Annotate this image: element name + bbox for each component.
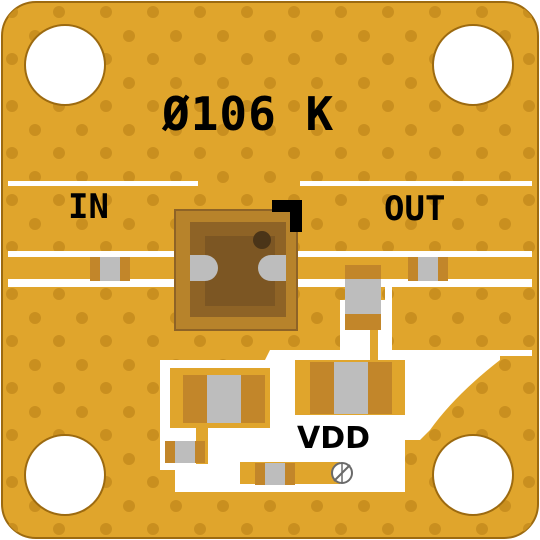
series-resistor-term-b	[285, 463, 295, 485]
gap-top-right	[300, 181, 532, 186]
bypass-cap-large-right-term-b	[368, 362, 392, 414]
mmic-output-pad	[258, 255, 286, 281]
bypass-cap-large-left-term-b	[241, 375, 265, 423]
series-resistor-term-a	[255, 463, 265, 485]
mounting-hole-bottom-left	[24, 434, 106, 516]
mmic-input-pad	[190, 255, 218, 281]
bias-inductor-term-top	[345, 265, 381, 279]
bypass-cap-large-left-term-a	[183, 375, 207, 423]
vdd-label: VDD	[297, 421, 370, 456]
input-cap-term-left	[90, 257, 100, 281]
bypass-cap-small-term-b	[195, 441, 205, 463]
input-cap-term-right	[120, 257, 130, 281]
gap-top-left	[8, 181, 198, 186]
bypass-cap-large-right-term-a	[310, 362, 334, 414]
output-cap-term-left	[408, 257, 418, 281]
mounting-hole-top-left	[24, 24, 106, 106]
bypass-cap-small-term-a	[165, 441, 175, 463]
in-label: IN	[68, 187, 109, 227]
out-label: OUT	[384, 189, 445, 229]
mounting-hole-top-right	[432, 24, 514, 106]
pin1-marker-dot	[253, 231, 271, 249]
bias-inductor-term-bottom	[345, 314, 381, 330]
part-label: Ø106 K	[161, 87, 334, 141]
output-cap-term-right	[438, 257, 448, 281]
mounting-hole-bottom-right	[432, 434, 514, 516]
pin1-marker-corner	[272, 200, 302, 232]
bias-cutout-stub	[392, 350, 532, 356]
bias-trace-vertical	[370, 325, 378, 362]
